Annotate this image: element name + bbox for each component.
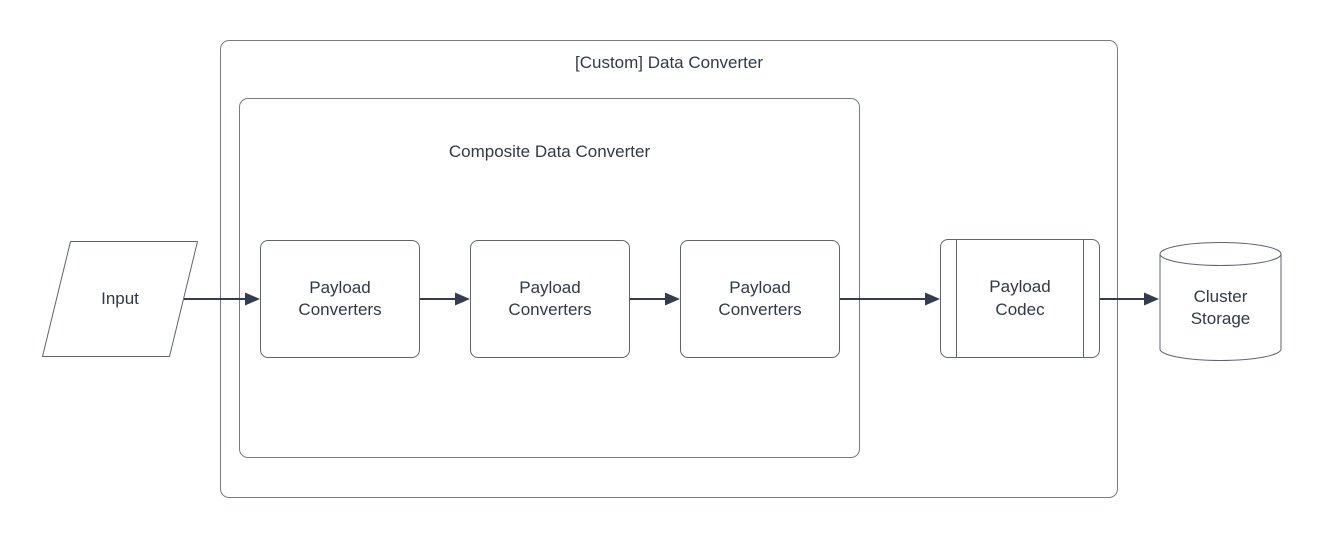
- payload-converters-node-3: Payload Converters: [680, 240, 840, 358]
- composite-data-converter-label: Composite Data Converter: [448, 142, 651, 161]
- cluster-storage-node: Cluster Storage: [1159, 242, 1282, 362]
- codec-left-bar: [956, 240, 957, 357]
- payload-converters-node-2: Payload Converters: [470, 240, 630, 358]
- codec-right-bar: [1083, 240, 1084, 357]
- payload-converters-label-3: Payload Converters: [718, 277, 802, 319]
- payload-codec-label: Payload Codec: [989, 277, 1051, 319]
- payload-converters-label-1: Payload Converters: [298, 277, 382, 319]
- parallelogram-shape: [42, 241, 198, 357]
- cluster-storage-label: Cluster Storage: [1190, 286, 1251, 328]
- input-node: Input: [42, 241, 198, 357]
- payload-converters-label-2: Payload Converters: [508, 277, 592, 319]
- custom-data-converter-label: [Custom] Data Converter: [574, 53, 763, 72]
- cylinder-shape: [1159, 242, 1282, 361]
- input-node-label: Input: [101, 288, 139, 308]
- payload-converters-node-1: Payload Converters: [260, 240, 420, 358]
- payload-codec-node: Payload Codec: [940, 239, 1100, 358]
